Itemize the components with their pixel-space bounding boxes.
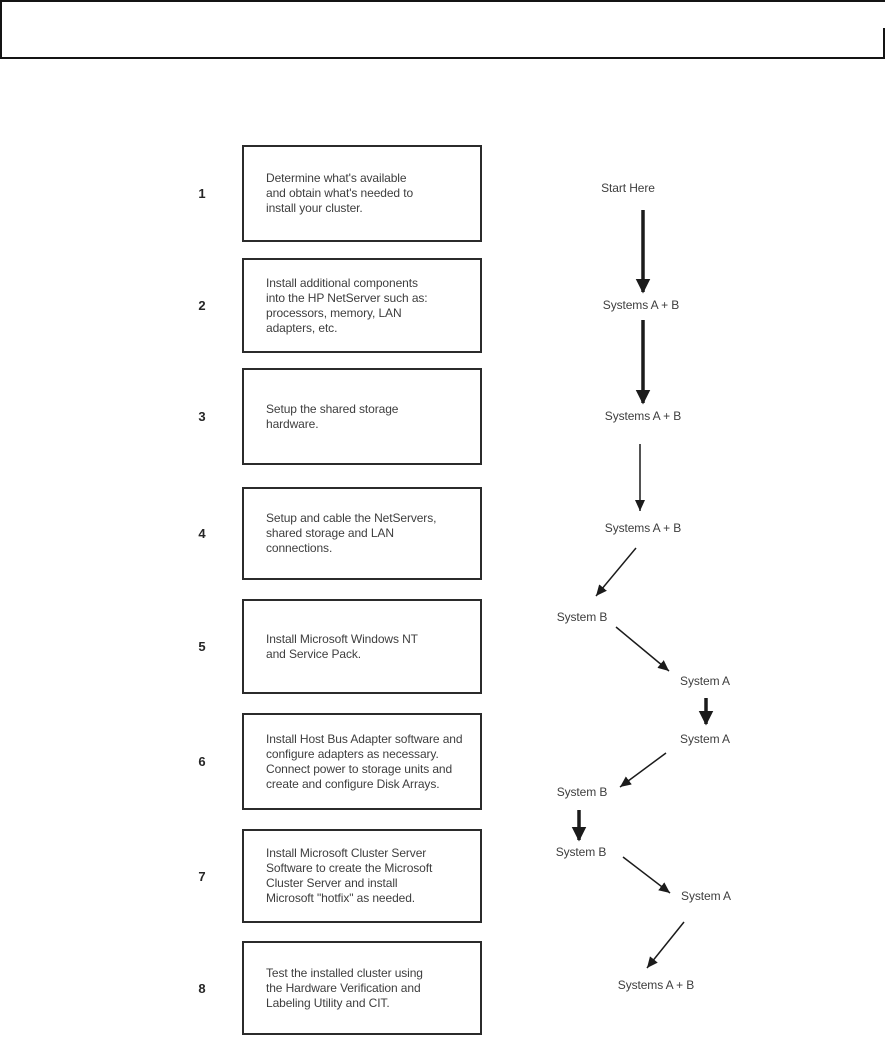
flow-label: System B bbox=[556, 610, 608, 624]
flow-label: Start Here bbox=[601, 181, 655, 195]
flow-label: System A bbox=[680, 674, 730, 688]
step-text: Determine what's available and obtain wh… bbox=[266, 171, 414, 215]
step-number: 7 bbox=[198, 868, 206, 884]
flow-arrow bbox=[595, 547, 637, 597]
page-header-rule-box bbox=[0, 0, 885, 59]
flow-arrow bbox=[619, 752, 667, 788]
step-number: 5 bbox=[198, 639, 206, 654]
flow-label: System B bbox=[555, 845, 607, 859]
step-text: Install Microsoft Windows NT and Service… bbox=[266, 631, 418, 661]
step-number: 2 bbox=[198, 298, 206, 313]
step-box: Test the installed cluster using the Har… bbox=[242, 941, 482, 1035]
step-number: 4 bbox=[198, 526, 206, 541]
flow-arrow bbox=[622, 856, 671, 894]
step-box: Setup and cable the NetServers, shared s… bbox=[242, 487, 482, 580]
step-box: Determine what's available and obtain wh… bbox=[242, 145, 482, 242]
flow-label: System B bbox=[556, 785, 608, 799]
step-box: Install Host Bus Adapter software and co… bbox=[242, 713, 482, 810]
page-header-right-rule bbox=[883, 28, 885, 59]
step-text: Setup and cable the NetServers, shared s… bbox=[266, 511, 437, 555]
step-text: Install Microsoft Cluster Server Softwar… bbox=[266, 846, 433, 905]
flow-label: Systems A + B bbox=[604, 409, 682, 423]
step-text: Install additional components into the H… bbox=[266, 275, 428, 335]
step-number: 8 bbox=[198, 980, 206, 996]
step-box: Install Microsoft Cluster Server Softwar… bbox=[242, 829, 482, 923]
step-box: Install additional components into the H… bbox=[242, 258, 482, 353]
step-text: Setup the shared storage hardware. bbox=[266, 401, 399, 431]
flow-label: Systems A + B bbox=[604, 521, 682, 535]
flow-label: System A bbox=[680, 732, 730, 746]
step-box: Setup the shared storage hardware. bbox=[242, 368, 482, 465]
flow-arrow bbox=[615, 626, 670, 672]
flow-arrow bbox=[646, 921, 685, 969]
flow-label: Systems A + B bbox=[617, 978, 695, 992]
step-text: Test the installed cluster using the Har… bbox=[266, 965, 423, 1010]
step-number: 6 bbox=[198, 754, 206, 769]
step-number: 3 bbox=[198, 409, 206, 424]
flow-label: System A bbox=[681, 889, 731, 903]
step-box: Install Microsoft Windows NT and Service… bbox=[242, 599, 482, 694]
step-text: Install Host Bus Adapter software and co… bbox=[266, 731, 463, 791]
flow-label: Systems A + B bbox=[602, 298, 680, 312]
step-number: 1 bbox=[198, 186, 206, 201]
